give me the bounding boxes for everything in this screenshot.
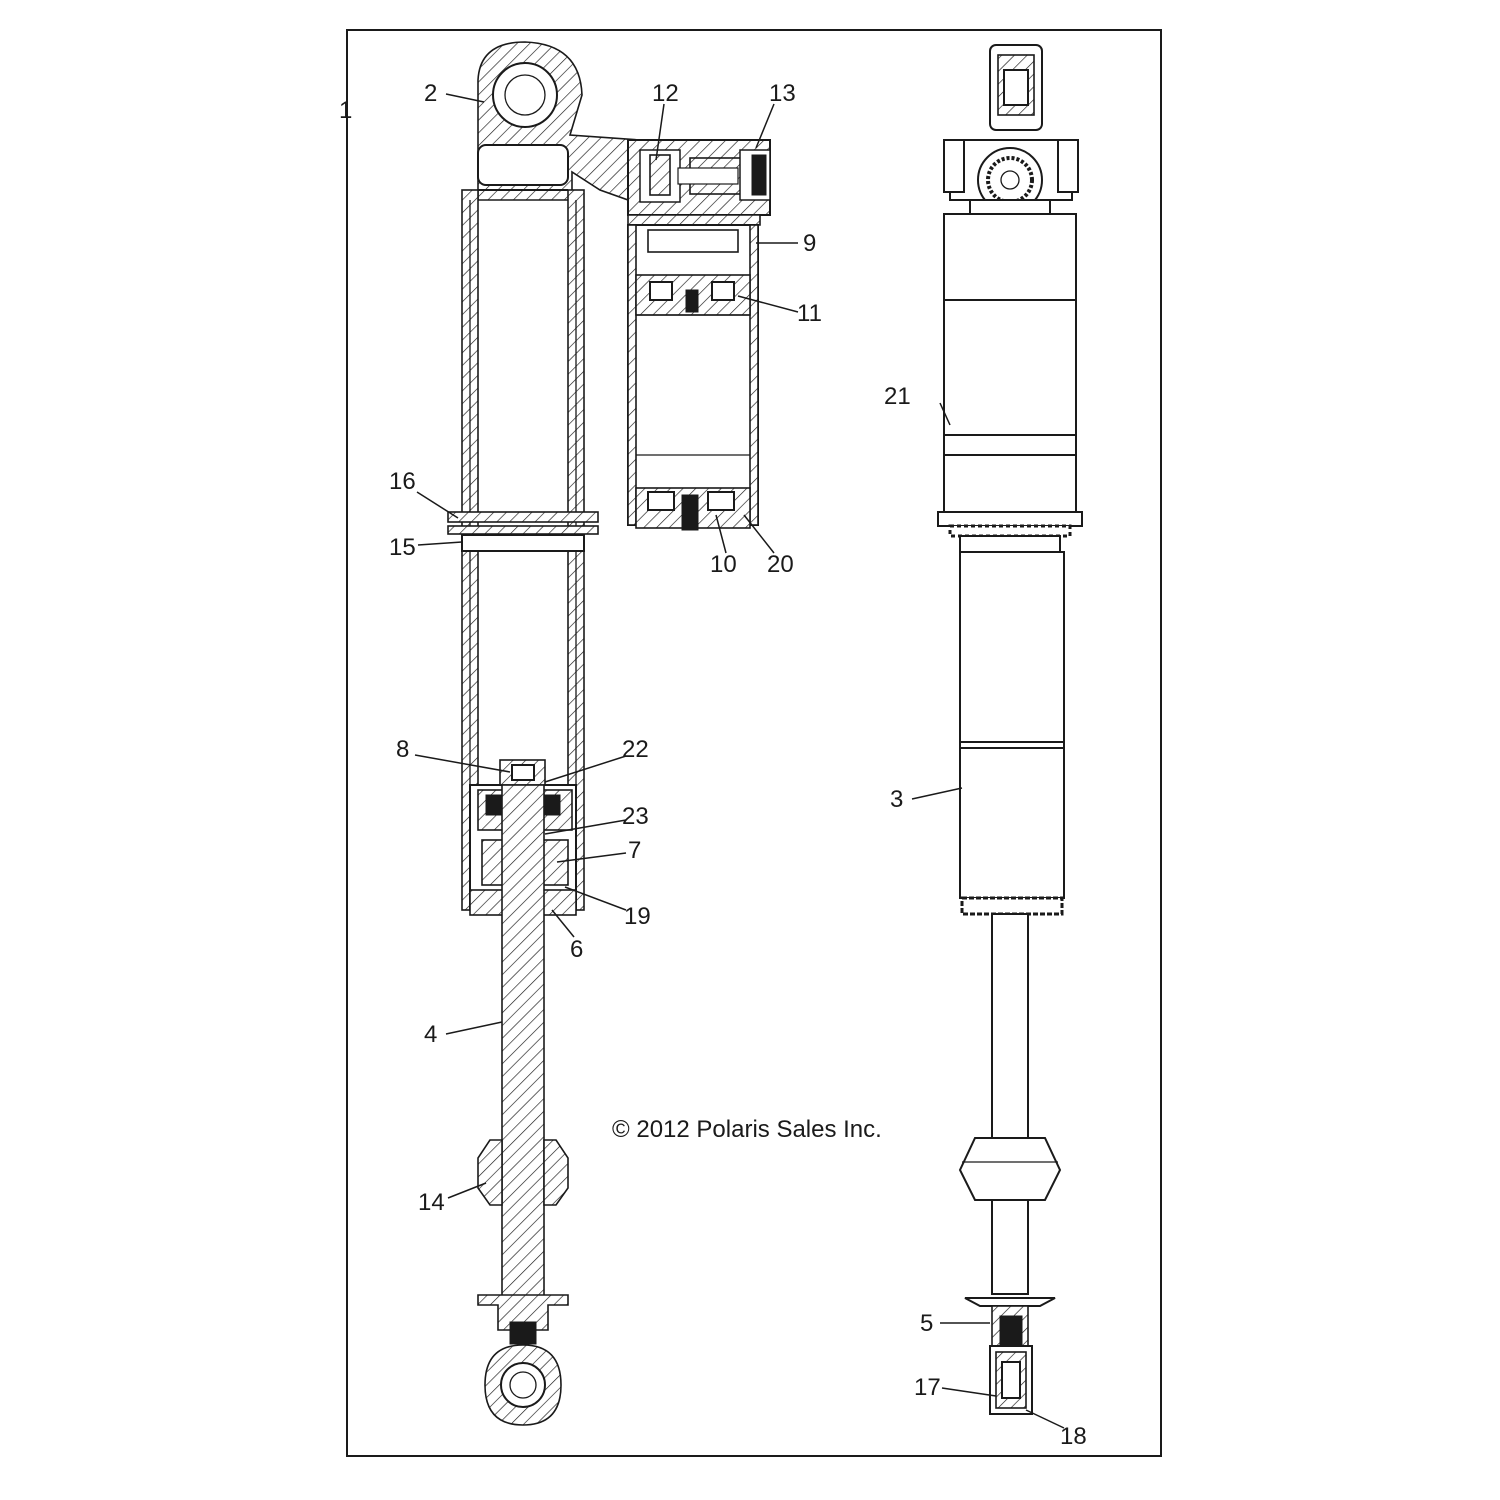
callout-4: 4 (424, 1021, 437, 1048)
callout-7: 7 (628, 837, 641, 864)
callout-1: 1 (339, 97, 352, 124)
callout-21: 21 (884, 383, 911, 410)
callout-6: 6 (570, 936, 583, 963)
callout-9: 9 (803, 230, 816, 257)
leader-lines (414, 93, 1065, 1429)
diagram-frame (346, 29, 1162, 1457)
exterior-shock (937, 44, 1083, 1415)
callout-19: 19 (624, 903, 651, 930)
callout-13: 13 (769, 80, 796, 107)
callout-16: 16 (389, 468, 416, 495)
callout-20: 20 (767, 551, 794, 578)
copyright-notice: © 2012 Polaris Sales Inc. (612, 1116, 882, 1143)
callout-10: 10 (710, 551, 737, 578)
callout-11: 11 (797, 300, 822, 327)
reservoir-section (627, 214, 761, 531)
callout-12: 12 (652, 80, 679, 107)
sectioned-shock (447, 41, 771, 1426)
callout-8: 8 (396, 736, 409, 763)
callout-18: 18 (1060, 1423, 1087, 1450)
callout-labels: 1 2 3 4 5 6 7 8 9 10 11 12 13 14 15 16 1… (339, 80, 1087, 1450)
callout-17: 17 (914, 1374, 941, 1401)
callout-22: 22 (622, 736, 649, 763)
callout-23: 23 (622, 803, 649, 830)
callout-15: 15 (389, 534, 416, 561)
callout-5: 5 (920, 1310, 933, 1337)
callout-14: 14 (418, 1189, 445, 1216)
callout-3: 3 (890, 786, 903, 813)
callout-2: 2 (424, 80, 437, 107)
